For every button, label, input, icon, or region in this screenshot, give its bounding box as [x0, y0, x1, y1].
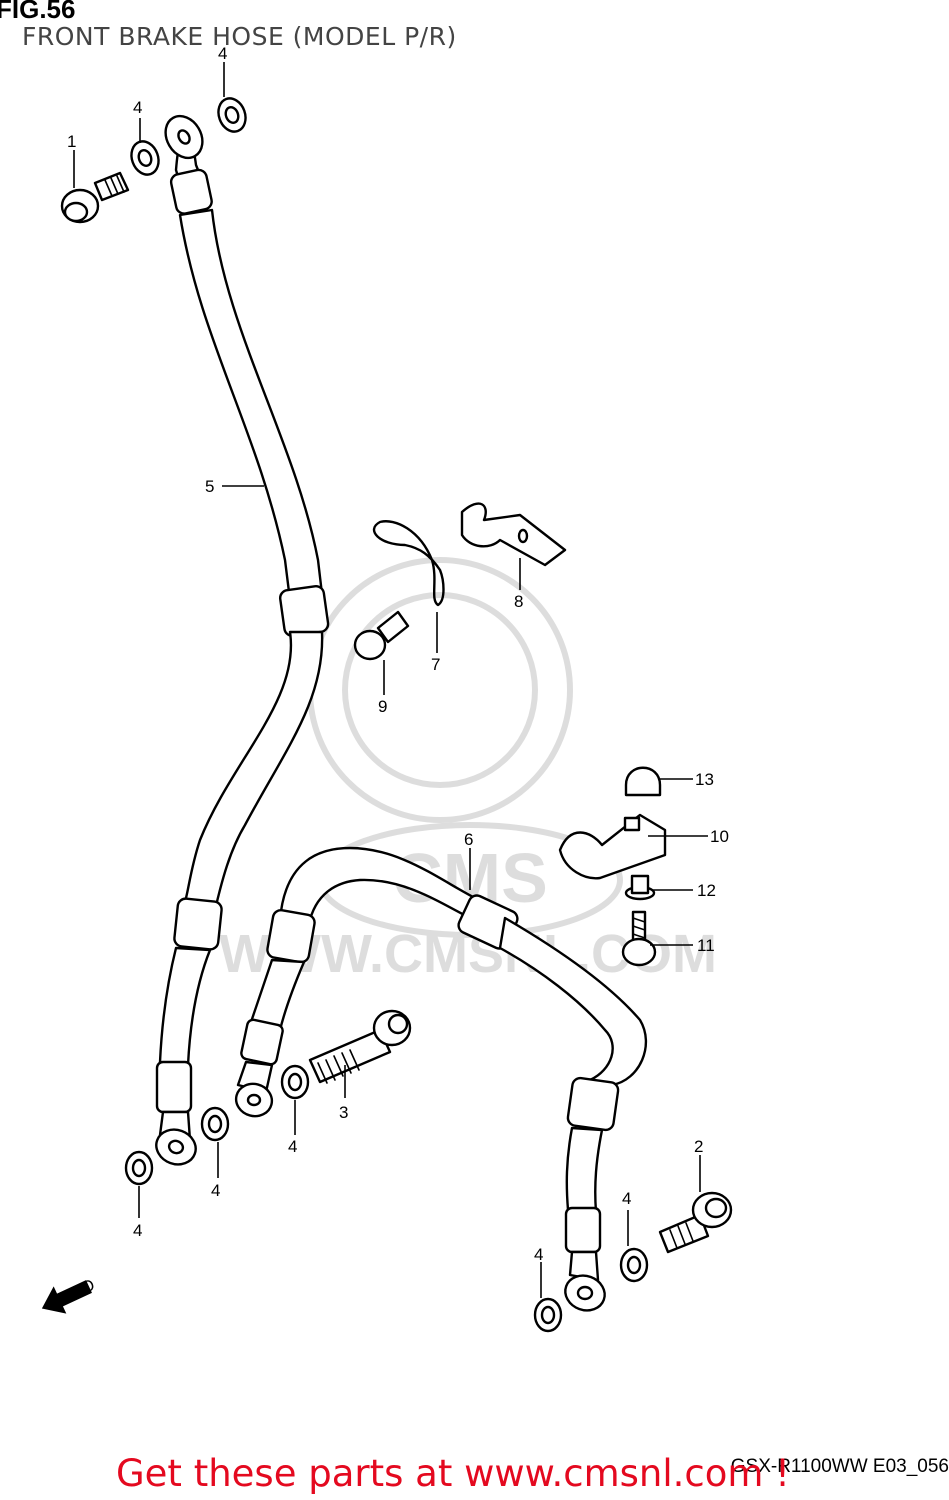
leader-lines	[73, 62, 708, 1298]
callout-9: 9	[378, 697, 387, 716]
brake-hose-5	[155, 114, 330, 1166]
hose-bracket-8	[460, 502, 567, 567]
union-bolt-2	[658, 1191, 733, 1254]
callout-labels: 1 2 3 4 4 4 4 4 4 4 4 5 6 7 8 9 10 11 12…	[67, 44, 729, 1264]
callout-10: 10	[710, 827, 729, 846]
callout-1: 1	[67, 132, 76, 151]
callout-6: 6	[464, 830, 473, 849]
figure-number: FIG.56	[0, 0, 76, 24]
callout-4a: 4	[218, 44, 227, 63]
bolt-11	[621, 910, 657, 967]
cap-nut-13	[624, 766, 662, 797]
bolt-9	[353, 610, 410, 661]
callout-4c: 4	[288, 1137, 297, 1156]
callout-4f: 4	[622, 1189, 631, 1208]
clamp-10	[558, 813, 667, 880]
washer-4	[124, 97, 649, 1333]
callout-4e: 4	[133, 1221, 142, 1240]
collar-12	[624, 874, 656, 901]
callout-11: 11	[697, 936, 715, 955]
union-bolt-3	[308, 1009, 412, 1084]
callout-4g: 4	[534, 1245, 543, 1264]
callout-12: 12	[697, 881, 716, 900]
callout-2: 2	[694, 1137, 703, 1156]
callout-7: 7	[431, 655, 440, 674]
union-bolt-1	[60, 171, 130, 224]
callout-3: 3	[339, 1103, 348, 1122]
callout-5: 5	[205, 477, 214, 496]
callout-4b: 4	[133, 98, 142, 117]
footer-link[interactable]: Get these parts at www.cmsnl.com !	[116, 1452, 791, 1495]
brake-hose-6	[234, 846, 648, 1312]
fwd-arrow-icon: FWD	[41, 1275, 98, 1314]
callout-13: 13	[695, 770, 714, 789]
callout-4d: 4	[211, 1181, 220, 1200]
diagram-code: GSX-R1100WW E03_056	[730, 1456, 949, 1477]
fwd-label: FWD	[55, 1275, 98, 1309]
figure-title: FRONT BRAKE HOSE (MODEL P/R)	[22, 22, 457, 51]
hose-clip-7	[372, 520, 445, 607]
callout-8: 8	[514, 592, 523, 611]
